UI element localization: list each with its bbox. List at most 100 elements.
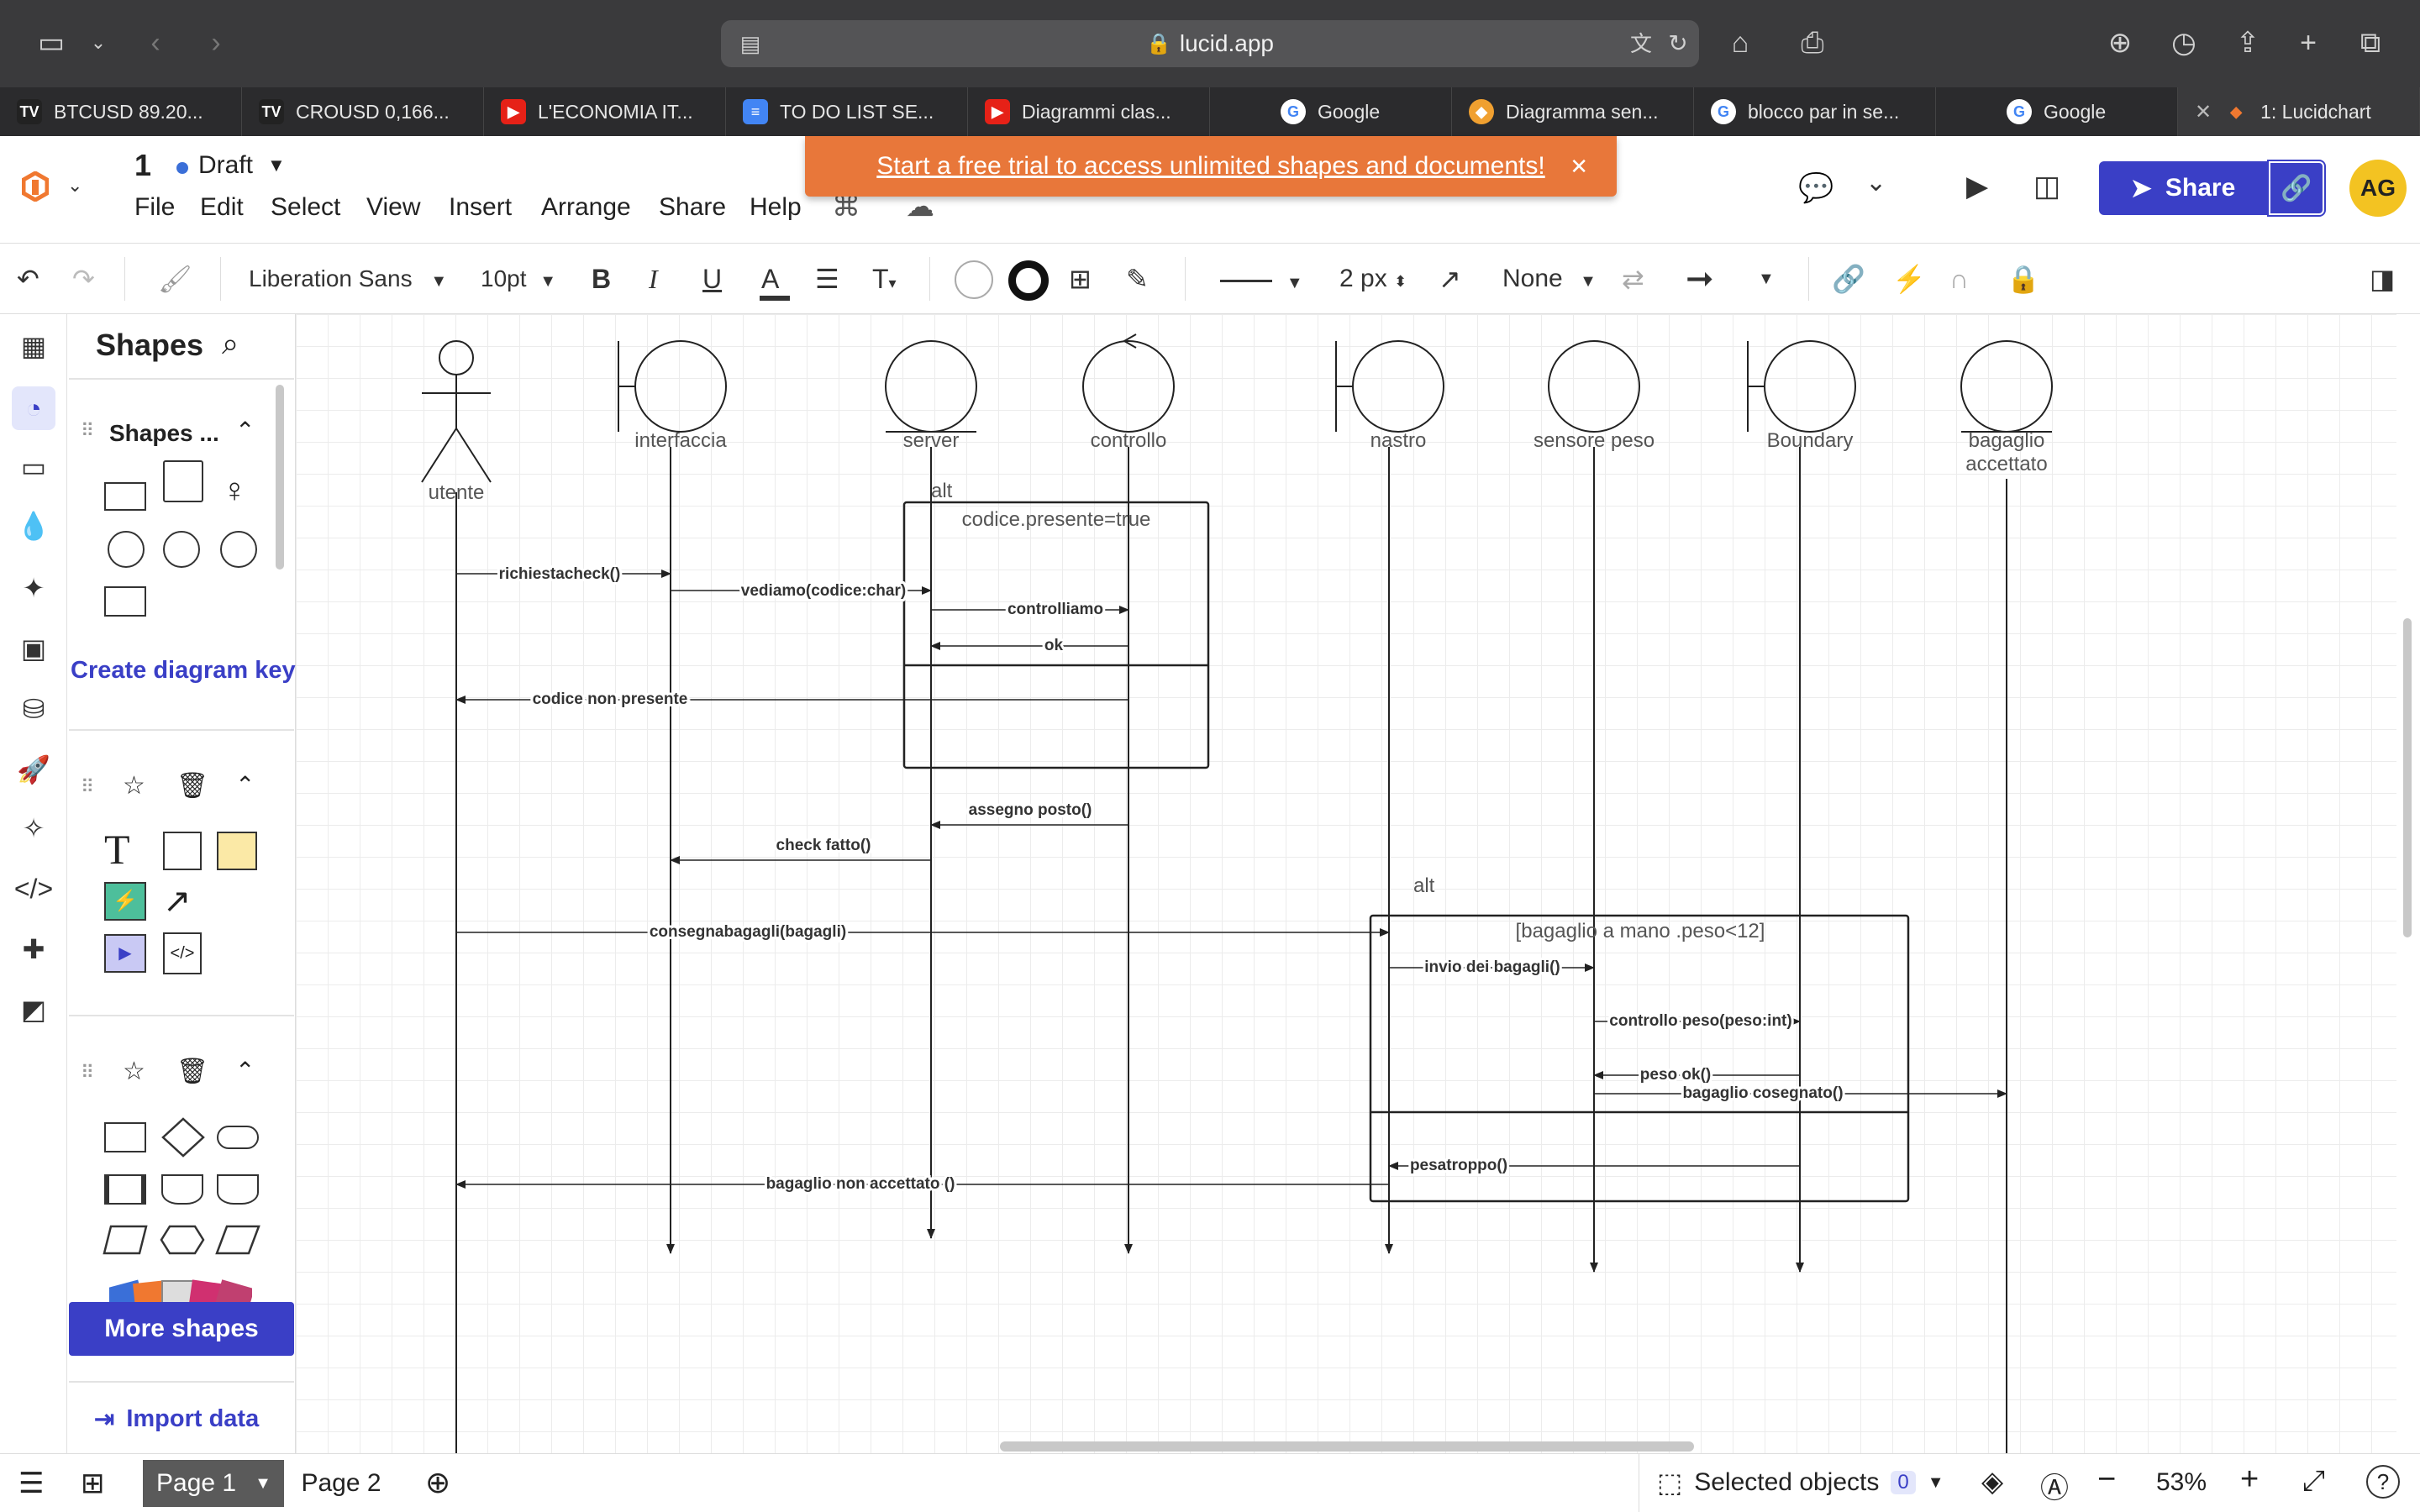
drag-handle-icon[interactable]: ⠿ (81, 420, 95, 441)
address-bar[interactable]: ▤ 🔒 lucid.app 文 ↻ (721, 20, 1699, 67)
line-style-select[interactable]: ▼ (1220, 244, 1303, 314)
line-shape[interactable]: ↗ (163, 883, 192, 920)
page-menu-icon[interactable]: ▤ (739, 31, 761, 56)
caret-down-icon[interactable]: ▼ (267, 155, 286, 176)
trash-icon[interactable]: 🗑 (176, 1058, 209, 1085)
class-shape[interactable] (104, 482, 146, 511)
lifeline-label-nastro[interactable]: nastro (1370, 429, 1427, 452)
line-color-icon[interactable] (1008, 260, 1049, 301)
font-family-select[interactable]: Liberation Sans ▼ (249, 244, 447, 314)
feedback-icon[interactable]: ◩ (20, 995, 47, 1025)
lifeline-label-interfaccia[interactable]: interfaccia (634, 429, 727, 452)
tab-diagramma-sen[interactable]: ◆Diagramma sen... (1452, 87, 1694, 136)
lock-icon[interactable]: 🔒 (2007, 264, 2040, 294)
fragment-label-1[interactable]: alt (931, 480, 953, 502)
section-title[interactable]: Shapes ... (109, 420, 219, 446)
boundary-nastro-shape[interactable] (1352, 340, 1444, 433)
magnet-icon[interactable]: ∩ (1949, 264, 1969, 294)
home-icon[interactable]: ⌂ (1731, 27, 1749, 59)
fragment-label-2[interactable]: alt (1413, 874, 1435, 897)
message-label[interactable]: ok (1042, 634, 1066, 657)
circle-sensore-shape[interactable] (1548, 340, 1640, 433)
navigate-icon[interactable]: Ⓐ (2040, 1473, 2069, 1504)
caret-down-icon[interactable]: ▼ (255, 1473, 271, 1493)
page-tab-2[interactable]: Page 2 (301, 1469, 381, 1497)
diagram-canvas[interactable]: utente interfaccia server controllo nast… (296, 314, 2396, 1453)
fit-screen-icon[interactable]: ⤢ (2302, 1465, 2326, 1497)
text-options-icon[interactable]: T▾ (872, 264, 897, 294)
tab-lucidchart[interactable]: ✕◆1: Lucidchart (2178, 87, 2420, 136)
right-panel-icon[interactable]: ◨ (2370, 264, 2396, 294)
page-list-icon[interactable]: ☰ (18, 1467, 45, 1499)
tab-economia[interactable]: ▶L'ECONOMIA IT... (484, 87, 726, 136)
magic-wand-icon[interactable]: ✦ (22, 573, 45, 603)
message-label[interactable]: pesatroppo() (1407, 1154, 1510, 1177)
block-shape[interactable] (163, 832, 202, 870)
create-diagram-key-link[interactable]: Create diagram key (71, 657, 296, 684)
caret-down-icon[interactable]: ▼ (1758, 270, 1775, 288)
bold-icon[interactable]: B (592, 264, 612, 294)
add-page-icon[interactable]: ⊕ (425, 1465, 451, 1499)
copy-link-button[interactable]: 🔗 (2267, 160, 2326, 217)
predefined-process-shape[interactable] (104, 1174, 146, 1205)
process-shape[interactable] (104, 1122, 146, 1152)
font-size-select[interactable]: 10pt ▼ (481, 244, 556, 314)
entity-shape[interactable] (108, 531, 145, 568)
tab-overview-icon[interactable]: ⧉ (2360, 27, 2381, 59)
list-shape[interactable] (163, 460, 203, 502)
italic-icon[interactable]: I (649, 264, 658, 294)
chevron-down-icon[interactable]: ⌄ (1865, 169, 1887, 197)
fragment-guard-2[interactable]: [bagaglio a mano .peso<12] (1516, 920, 1765, 942)
message-label[interactable]: assegno posto() (966, 799, 1095, 822)
help-icon[interactable]: ? (2366, 1465, 2400, 1499)
history-icon[interactable]: ◷ (2171, 27, 2196, 59)
action-icon[interactable]: ⚡ (1892, 264, 1926, 294)
message-label[interactable]: codice non presente (530, 688, 691, 711)
fill-icon[interactable]: 💧 (17, 511, 50, 541)
tab-todo[interactable]: ≡TO DO LIST SE... (726, 87, 968, 136)
data-icon[interactable]: ⛁ (22, 694, 45, 724)
action-shape[interactable]: ⚡ (104, 882, 146, 921)
message-label[interactable]: check fatto() (774, 834, 874, 857)
code-shape[interactable]: </> (163, 932, 202, 974)
shape-options-icon[interactable]: ⊞ (1069, 264, 1092, 294)
menu-help[interactable]: Help (750, 193, 802, 221)
actor-shape[interactable]: ♀ (222, 472, 247, 509)
line-width-stepper[interactable]: 2 px ⬍ (1339, 244, 1407, 314)
message-label[interactable]: bagaglio cosegnato() (1680, 1082, 1845, 1105)
text-shape[interactable]: T (104, 826, 130, 873)
star-icon[interactable]: ☆ (123, 1058, 145, 1085)
entity-bagaglio-shape[interactable] (1960, 340, 2053, 433)
selected-objects[interactable]: ⬚ Selected objects 0 ▼ (1657, 1467, 1944, 1499)
preparation-shape[interactable] (160, 1223, 205, 1257)
message-label[interactable]: controlliamo (1005, 598, 1106, 621)
ai-sparkle-icon[interactable]: ✧ (22, 813, 45, 843)
layers-icon[interactable]: ◈ (1981, 1466, 2004, 1498)
trial-link[interactable]: Start a free trial to access unlimited s… (876, 152, 1545, 180)
free-trial-banner[interactable]: Start a free trial to access unlimited s… (805, 136, 1617, 197)
menu-view[interactable]: View (366, 193, 421, 221)
code-icon[interactable]: </> (13, 874, 54, 904)
underline-icon[interactable]: U (702, 264, 723, 294)
boundary-boundary-shape[interactable] (1764, 340, 1856, 433)
start-endpoint-select[interactable]: None ▼ (1502, 244, 1597, 314)
sequence-diagram[interactable]: utente interfaccia server controllo nast… (296, 314, 2396, 1453)
alt-fragment-1[interactable] (902, 501, 1210, 769)
page-tab-1[interactable]: Page 1▼ (143, 1460, 284, 1507)
lifeline-label-server[interactable]: server (903, 429, 960, 452)
avatar[interactable]: AG (2349, 160, 2407, 217)
multi-document-shape[interactable] (217, 1174, 259, 1205)
comment-icon[interactable]: 💬 (1798, 172, 1834, 204)
fill-color-icon[interactable] (955, 260, 993, 299)
terminator-shape[interactable] (217, 1126, 259, 1149)
redo-icon[interactable]: ↷ (72, 264, 95, 294)
message-label[interactable]: vediamo(codice:char) (739, 580, 908, 602)
format-painter-icon[interactable]: 🖌 (158, 264, 192, 294)
message-label[interactable]: peso ok() (1638, 1063, 1713, 1086)
sticky-note-shape[interactable] (217, 832, 257, 870)
star-icon[interactable]: ☆ (123, 772, 145, 800)
